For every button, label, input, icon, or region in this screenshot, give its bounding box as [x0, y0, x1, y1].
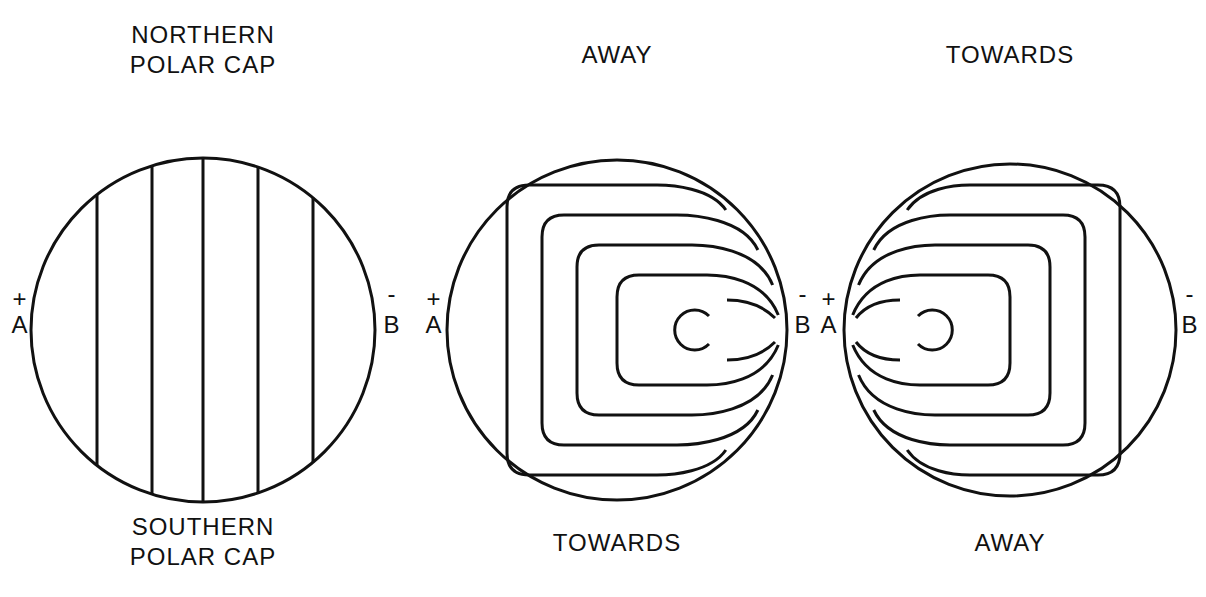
sign-label: - [380, 279, 404, 309]
contour-line [727, 342, 775, 360]
field-line [312, 198, 315, 462]
contour-line [727, 300, 775, 318]
field-line [202, 158, 205, 502]
sign-label: + [819, 284, 839, 314]
point-label: A [8, 310, 32, 340]
contour-line [675, 310, 709, 350]
point-label: B [380, 310, 404, 340]
field-line [257, 167, 260, 493]
point-label: A [817, 310, 841, 340]
polar-cap-outline [844, 164, 1176, 496]
sign-label: - [1178, 279, 1202, 309]
contour-line [617, 275, 778, 385]
point-label: A [422, 310, 446, 340]
uniform-field-circle [31, 158, 375, 502]
polarity-label: TOWARDS [527, 528, 707, 558]
contour-line [853, 275, 1010, 385]
away-pattern-circle [447, 160, 787, 500]
towards-pattern-circle [844, 164, 1176, 496]
polar-cap-outline [31, 158, 375, 502]
polarity-label: AWAY [920, 528, 1100, 558]
polarity-label: AWAY [527, 40, 707, 70]
sign-label: - [791, 279, 815, 309]
point-label: B [1178, 310, 1202, 340]
polarity-label: TOWARDS [920, 40, 1100, 70]
heading-label: NORTHERN POLAR CAP [108, 20, 298, 80]
contour-line [856, 342, 900, 360]
contour-line [907, 185, 1120, 475]
contour-line [577, 245, 773, 415]
point-label: B [791, 310, 815, 340]
contour-line [859, 245, 1050, 415]
polar-cap-outline [447, 160, 787, 500]
sign-label: + [424, 284, 444, 314]
sign-label: + [10, 284, 30, 314]
contour-line [918, 310, 952, 350]
field-line [151, 166, 154, 495]
heading-label: SOUTHERN POLAR CAP [108, 512, 298, 572]
field-line [96, 195, 99, 466]
contour-line [856, 300, 900, 318]
